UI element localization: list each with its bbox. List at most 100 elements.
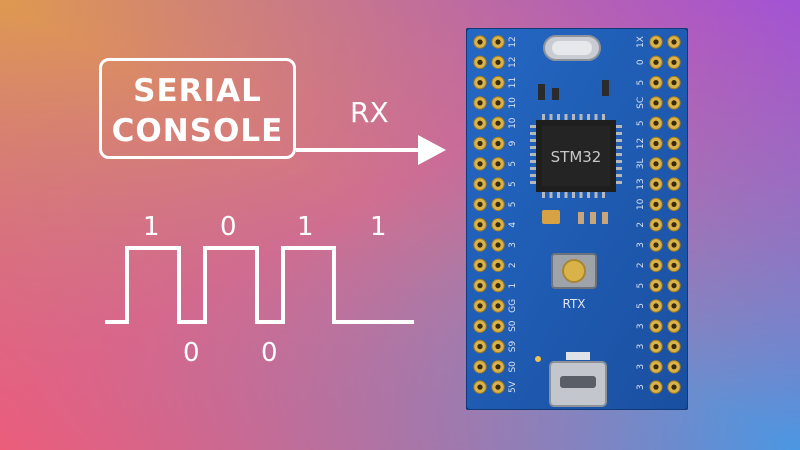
pin-hole-center: [477, 161, 483, 167]
serial-waveform: [105, 246, 414, 324]
chip-pin: [587, 192, 590, 198]
pin-hole-center: [671, 100, 677, 106]
pin-label: SC: [636, 97, 646, 109]
pin-label: 3: [636, 242, 646, 248]
bit-bottom-1: 0: [183, 338, 200, 368]
pin-label: 5V: [508, 380, 518, 393]
status-led: [535, 356, 541, 362]
chip-pin: [572, 192, 575, 198]
pin-label: 5: [636, 283, 646, 289]
chip-pin: [530, 153, 536, 156]
pin-hole-center: [653, 242, 659, 248]
pin-hole-center: [653, 161, 659, 167]
pin-hole-center: [653, 323, 659, 329]
chip-pin: [616, 125, 622, 128]
pin-hole-center: [653, 39, 659, 45]
pin-label: S9: [508, 341, 518, 353]
pin-label: 12: [636, 138, 646, 149]
chip-pin: [602, 114, 605, 120]
pin-hole-center: [671, 303, 677, 309]
reset-button: [551, 253, 597, 289]
pin-hole-center: [653, 181, 659, 187]
pin-hole-center: [671, 262, 677, 268]
pin-hole-center: [671, 120, 677, 126]
pin-hole-center: [671, 181, 677, 187]
pin-hole-center: [495, 384, 501, 390]
pin-label: 2: [636, 222, 646, 228]
pin-label: 11: [508, 77, 518, 88]
pin-hole-center: [477, 364, 483, 370]
chip-pin: [530, 160, 536, 163]
pin-hole-center: [495, 242, 501, 248]
pin-hole-center: [477, 120, 483, 126]
pin-label: 0: [636, 59, 646, 65]
pin-label: 3L: [636, 158, 646, 169]
pin-label: 3: [636, 323, 646, 329]
pin-hole-center: [671, 384, 677, 390]
pin-label: S0: [508, 361, 518, 373]
chip-pin: [564, 114, 568, 120]
pin-hole-center: [653, 283, 659, 289]
chip-pin: [594, 192, 598, 198]
pin-hole-center: [671, 59, 677, 65]
chip-pin: [616, 132, 622, 135]
pin-hole-center: [477, 80, 483, 86]
pin-hole-center: [477, 384, 483, 390]
pin-hole-center: [671, 140, 677, 147]
pin-hole-center: [477, 242, 483, 248]
pin-label: 1X: [636, 36, 646, 48]
pin-hole-center: [653, 384, 659, 390]
pin-hole-center: [495, 80, 501, 86]
pin-hole-center: [477, 39, 483, 45]
pin-hole-center: [653, 262, 659, 268]
usb-connector: [549, 352, 607, 407]
chip-pin: [542, 114, 545, 120]
pin-headers: [473, 35, 681, 394]
pin-hole-center: [477, 303, 483, 309]
pin-hole-center: [495, 323, 501, 329]
pin-hole-center: [477, 140, 483, 147]
chip-pin: [530, 132, 536, 135]
chip-pin: [530, 139, 536, 142]
pin-hole-center: [477, 323, 483, 329]
pin-hole-center: [495, 222, 501, 228]
pin-label: 5: [636, 80, 646, 86]
chip-pin: [616, 174, 622, 177]
chip-pin: [616, 146, 622, 149]
pin-label: 12: [508, 36, 518, 47]
chip-pin: [616, 181, 622, 184]
pin-label: 3: [636, 344, 646, 350]
pin-label: 5: [508, 202, 518, 208]
pin-hole-center: [671, 161, 677, 167]
pin-label: 5: [636, 303, 646, 309]
pin-hole-center: [653, 364, 659, 370]
chip-pin: [616, 167, 622, 170]
pin-hole-center: [653, 303, 659, 309]
chip-pin: [530, 146, 536, 149]
pin-hole-center: [653, 100, 659, 106]
chip-pin: [579, 192, 583, 198]
pin-hole-center: [495, 283, 501, 289]
chip-pin: [530, 125, 536, 128]
chip-pin: [530, 181, 536, 184]
chip-pin: [549, 114, 553, 120]
pin-hole-center: [477, 343, 483, 350]
pin-hole-center: [477, 222, 483, 228]
pin-label: 5: [508, 161, 518, 167]
chip-pin: [549, 192, 553, 198]
pin-hole-center: [477, 283, 483, 289]
chip-pin: [616, 153, 622, 156]
pin-hole-center: [495, 161, 501, 167]
rx-label: RX: [350, 96, 389, 129]
pin-hole-center: [671, 242, 677, 248]
bit-top-3: 1: [297, 212, 314, 242]
pin-label: 4: [508, 222, 518, 228]
pin-label: 1: [508, 283, 518, 289]
chip-pin: [594, 114, 598, 120]
bit-top-2: 0: [220, 212, 237, 242]
chip-pin: [557, 114, 560, 120]
pin-label: 9: [508, 140, 518, 146]
mcu-chip: STM32: [530, 114, 622, 198]
